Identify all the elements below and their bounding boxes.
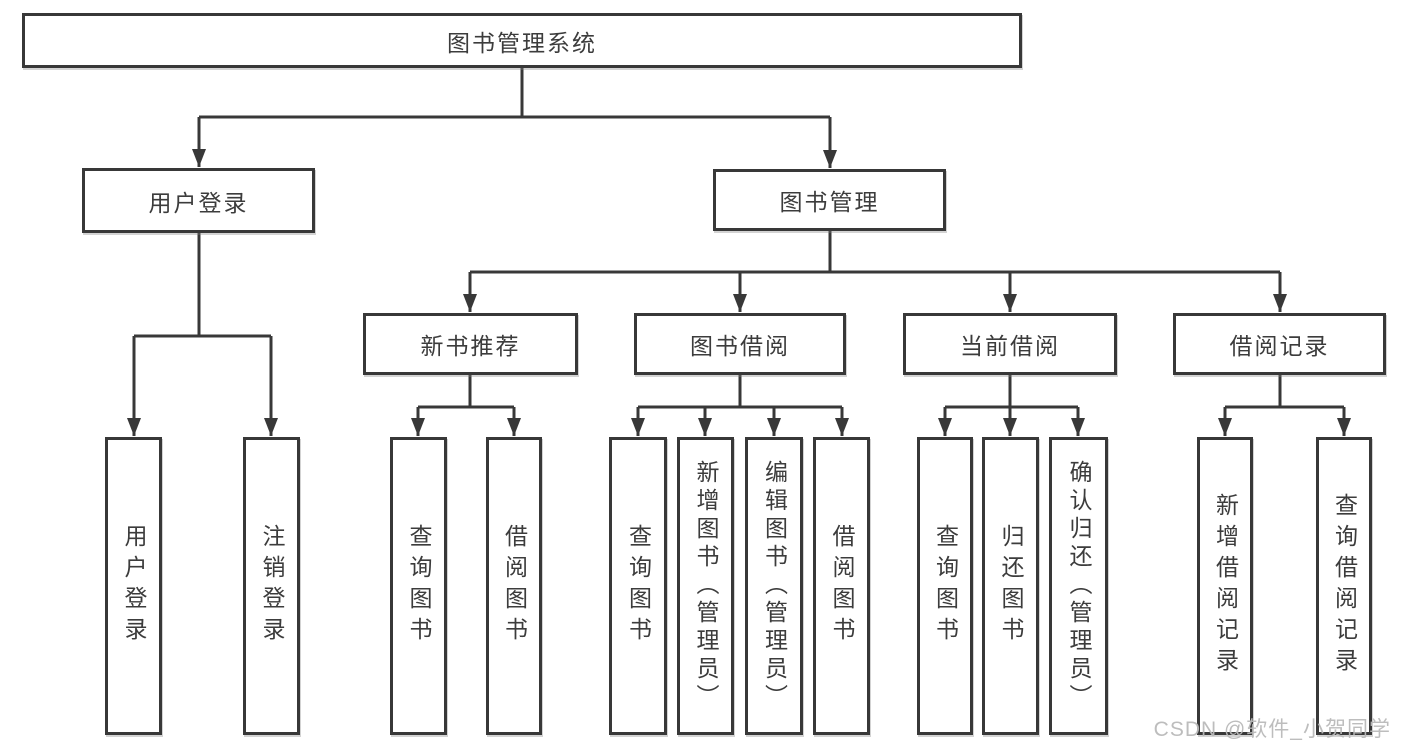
- node-label: 用户登录: [121, 524, 147, 648]
- node-label: 新书推荐: [420, 333, 521, 359]
- leaf-query-books-current: 查询图书: [917, 437, 973, 735]
- node-label: 注销登录: [259, 524, 285, 648]
- leaf-user-login: 用户登录: [105, 437, 162, 735]
- leaf-query-books-borrowing: 查询图书: [609, 437, 667, 735]
- node-label: 图书管理系统: [447, 29, 597, 56]
- node-current-borrowing: 当前借阅: [903, 313, 1117, 375]
- leaf-query-borrow-record: 查询借阅记录: [1316, 437, 1372, 735]
- node-label: 查询图书: [625, 524, 652, 648]
- node-label: 用户登录: [148, 189, 249, 216]
- leaf-query-books-recommend: 查询图书: [390, 437, 447, 735]
- node-user-login-branch: 用户登录: [82, 168, 315, 233]
- node-label: 编辑图书（管理员）: [761, 460, 788, 712]
- node-new-book-recommendation: 新书推荐: [363, 313, 578, 375]
- leaf-add-borrow-record: 新增借阅记录: [1197, 437, 1253, 735]
- node-label: 图书管理: [779, 189, 880, 215]
- node-borrowing-records: 借阅记录: [1173, 313, 1386, 375]
- node-label: 借阅图书: [501, 524, 528, 648]
- node-label: 借阅图书: [829, 524, 855, 648]
- node-label: 查询借阅记录: [1331, 493, 1358, 679]
- node-book-management-branch: 图书管理: [713, 169, 946, 231]
- node-label: 查询图书: [406, 524, 432, 648]
- node-label: 新增借阅记录: [1212, 493, 1239, 679]
- node-label: 新增图书（管理员）: [693, 460, 719, 712]
- node-library-management-system: 图书管理系统: [22, 13, 1022, 68]
- node-book-borrowing: 图书借阅: [634, 313, 846, 375]
- node-label: 确认归还（管理员）: [1066, 460, 1092, 712]
- node-label: 当前借阅: [960, 333, 1060, 359]
- node-label: 归还图书: [998, 524, 1024, 648]
- node-label: 图书借阅: [690, 333, 790, 359]
- leaf-borrow-books-borrowing: 借阅图书: [813, 437, 870, 735]
- csdn-watermark: CSDN @软件_小贺同学: [1153, 718, 1391, 741]
- node-label: 查询图书: [932, 524, 959, 648]
- leaf-return-books: 归还图书: [982, 437, 1039, 735]
- leaf-add-book-admin: 新增图书（管理员）: [677, 437, 734, 735]
- leaf-confirm-return-admin: 确认归还（管理员）: [1049, 437, 1108, 735]
- leaf-edit-book-admin: 编辑图书（管理员）: [745, 437, 803, 735]
- leaf-logout-login: 注销登录: [243, 437, 300, 735]
- leaf-borrow-books-recommend: 借阅图书: [486, 437, 542, 735]
- node-label: 借阅记录: [1229, 333, 1330, 359]
